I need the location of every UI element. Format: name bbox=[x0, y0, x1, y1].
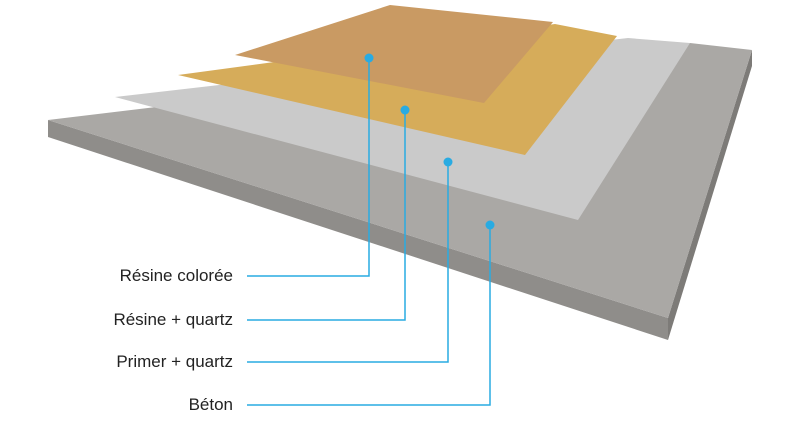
label-primer-quartz: Primer + quartz bbox=[116, 352, 233, 371]
marker-dot-primer-quartz bbox=[443, 157, 453, 167]
marker-dot-concrete bbox=[485, 220, 495, 230]
label-colored-resin: Résine colorée bbox=[119, 266, 233, 285]
colored-resin-layer bbox=[235, 5, 553, 103]
leader-lines bbox=[247, 58, 491, 406]
label-concrete: Béton bbox=[188, 395, 233, 414]
marker-dot-colored-resin bbox=[364, 53, 374, 63]
marker-dot-resin-quartz bbox=[400, 105, 410, 115]
label-resin-quartz: Résine + quartz bbox=[113, 310, 233, 329]
